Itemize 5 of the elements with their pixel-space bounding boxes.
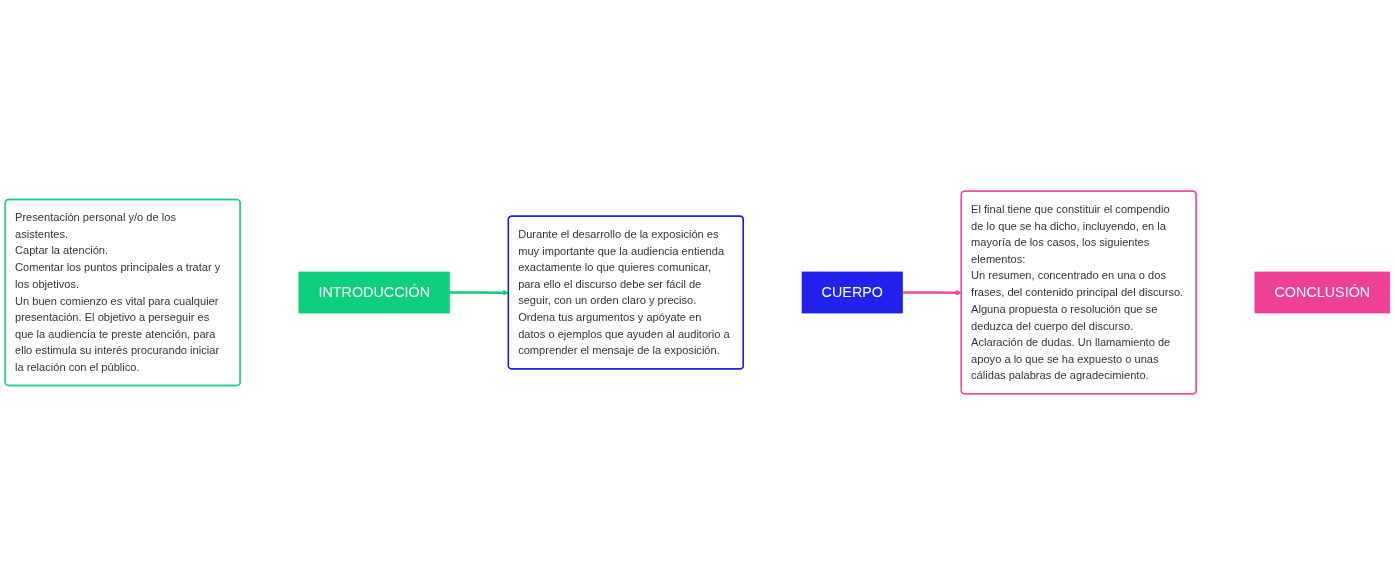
node-box: CUERPO: [801, 271, 903, 314]
arrow: [449, 289, 509, 296]
node-box: INTRODUCCIÓN: [298, 271, 450, 314]
node-box: CONCLUSIÓN: [1254, 271, 1391, 314]
arrow: [902, 289, 962, 296]
